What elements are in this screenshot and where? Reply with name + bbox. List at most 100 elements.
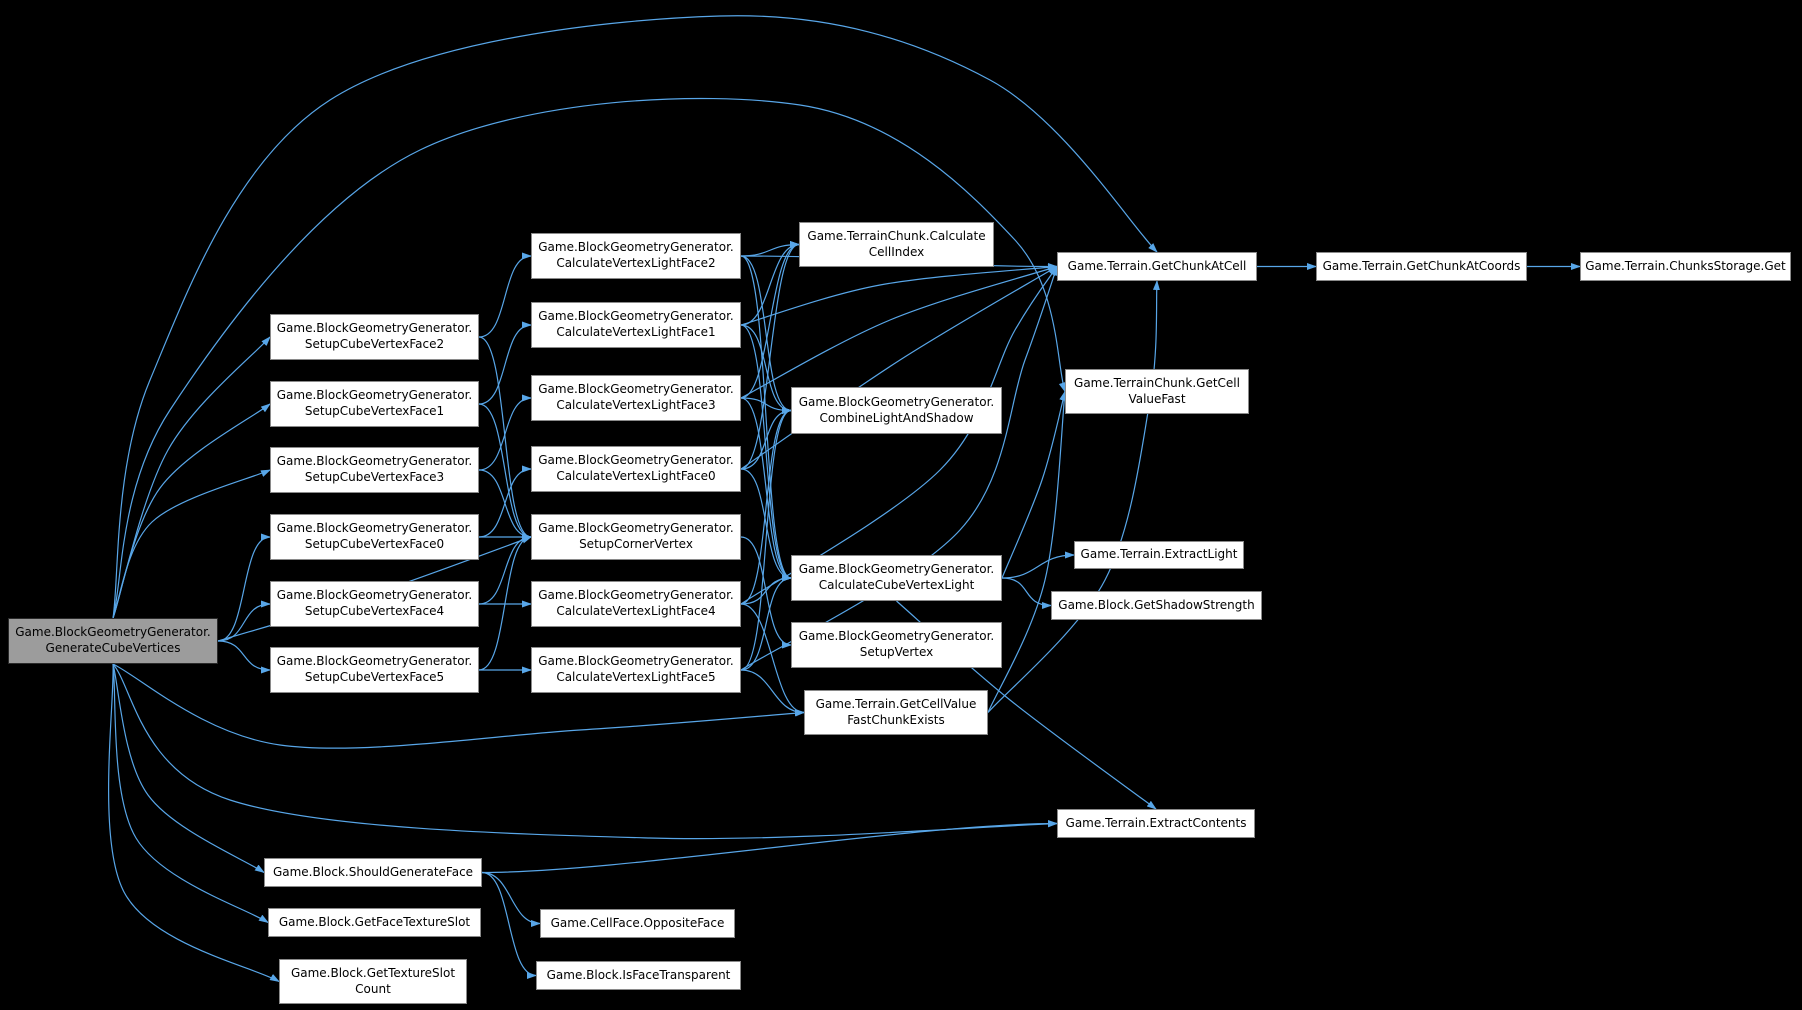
edge-cvl2-combine [740,255,792,414]
edge-getCellValFCE-getCellValueFast [987,390,1068,713]
node-getChunkAtCoords[interactable]: Game.Terrain.GetChunkAtCoords [1316,252,1527,281]
node-label: Game.BlockGeometryGenerator. [538,382,734,397]
node-label: SetupCubeVertexFace3 [304,470,445,484]
node-scv4[interactable]: Game.BlockGeometryGenerator.SetupCubeVer… [270,581,479,627]
node-cubeVertexLight[interactable]: Game.BlockGeometryGenerator.CalculateCub… [791,555,1002,601]
edge-scv1-cvl1 [478,321,532,405]
edge-scv3-corner [478,469,532,541]
node-cvl2[interactable]: Game.BlockGeometryGenerator.CalculateVer… [531,233,741,279]
node-label: Game.Terrain.ChunksStorage.Get [1585,258,1786,273]
edge-gen-getCellValFCE [112,663,805,749]
node-label: Game.Block.GetShadowStrength [1058,597,1255,612]
node-label: CalculateVertexLightFace2 [556,256,716,270]
node-isFaceTransparent[interactable]: Game.Block.IsFaceTransparent [536,961,741,990]
node-label: Game.Block.GetFaceTextureSlot [278,914,471,929]
edge-cubeVertexLight-getCellValueFast [1001,390,1067,579]
node-shouldGenFace[interactable]: Game.Block.ShouldGenerateFace [264,858,482,887]
edge-cvl4-combine [740,407,792,605]
node-label: CalculateVertexLightFace0 [556,469,716,483]
node-label: CalculateVertexLightFace3 [556,398,716,412]
node-label: Game.BlockGeometryGenerator. [276,454,473,469]
node-label: Game.BlockGeometryGenerator. [538,588,734,603]
edge-cvl5-getCellValFCE [740,669,805,716]
node-label: CalculateVertexLightFace5 [556,670,716,684]
node-label: Game.BlockGeometryGenerator. [798,394,995,409]
edge-shouldGenFace-isFaceTransparent [481,871,537,979]
node-label: ValueFast [1128,391,1186,406]
node-label: GenerateCubeVertices [45,641,181,655]
edge-gen-getFaceTexSlot [112,663,269,924]
node-scv0[interactable]: Game.BlockGeometryGenerator.SetupCubeVer… [270,514,479,560]
node-scv1[interactable]: Game.BlockGeometryGenerator.SetupCubeVer… [270,381,479,427]
node-chunksStorageGet[interactable]: Game.Terrain.ChunksStorage.Get [1580,252,1791,281]
edge-cvl3-cellIndex [740,241,800,399]
node-label: SetupCubeVertexFace4 [304,604,445,618]
node-extractContents[interactable]: Game.Terrain.ExtractContents [1057,809,1255,838]
node-label: Game.BlockGeometryGenerator. [538,453,734,468]
node-scv5[interactable]: Game.BlockGeometryGenerator.SetupCubeVer… [270,647,479,693]
node-label: Game.BlockGeometryGenerator. [276,654,473,669]
node-oppositeFace[interactable]: Game.CellFace.OppositeFace [540,909,735,938]
node-label: Game.BlockGeometryGenerator. [798,629,995,644]
edge-scv2-cvl2 [478,252,532,338]
edge-cvl3-getChunkAtCell [740,265,1058,399]
node-getChunkAtCell[interactable]: Game.Terrain.GetChunkAtCell [1057,252,1257,281]
node-scv2[interactable]: Game.BlockGeometryGenerator.SetupCubeVer… [270,314,479,360]
edge-cvl5-cubeVertexLight [740,574,792,671]
edge-getCellValFCE-getChunkAtCell [987,280,1160,713]
edge-gen-scv3 [112,469,271,619]
edge-gen-scv1 [112,403,271,619]
node-label: SetupCubeVertexFace1 [304,404,445,418]
edge-cubeVertexLight-extractLight [1001,551,1075,579]
node-cvl1[interactable]: Game.BlockGeometryGenerator.CalculateVer… [531,302,741,348]
node-label: CombineLightAndShadow [819,410,974,425]
edge-cubeVertexLight-getShadowStrength [1001,577,1052,609]
node-label: FastChunkExists [847,712,945,727]
edge-shouldGenFace-oppositeFace [481,871,541,927]
node-scv3[interactable]: Game.BlockGeometryGenerator.SetupCubeVer… [270,447,479,493]
node-cvl3[interactable]: Game.BlockGeometryGenerator.CalculateVer… [531,375,741,421]
edge-scv5-corner [478,533,532,671]
node-getFaceTexSlot[interactable]: Game.Block.GetFaceTextureSlot [268,908,481,937]
node-extractLight[interactable]: Game.Terrain.ExtractLight [1074,541,1244,569]
node-label: Game.Terrain.GetChunkAtCoords [1322,258,1521,273]
node-label: Game.Block.IsFaceTransparent [546,967,731,982]
edge-cvl3-cubeVertexLight [740,397,792,582]
node-label: Game.BlockGeometryGenerator. [538,240,734,255]
edge-gen-extractContents [112,663,1058,840]
node-label: Game.Block.ShouldGenerateFace [272,864,474,879]
node-label: Game.BlockGeometryGenerator. [798,562,995,577]
edge-cvl5-getChunkAtCell [740,265,1058,671]
node-corner[interactable]: Game.BlockGeometryGenerator.SetupCornerV… [531,514,741,560]
node-label: Game.Terrain.ExtractContents [1065,815,1247,830]
node-label: Game.BlockGeometryGenerator. [276,388,473,403]
node-label: Game.TerrainChunk.GetCell [1074,375,1240,390]
node-setupVertex[interactable]: Game.BlockGeometryGenerator.SetupVertex [791,622,1002,668]
node-label: SetupVertex [859,645,934,659]
edge-shouldGenFace-extractContents [481,820,1058,874]
node-combine[interactable]: Game.BlockGeometryGenerator.CombineLight… [791,387,1002,434]
edge-cvl0-getChunkAtCell [740,265,1058,470]
node-cvl5[interactable]: Game.BlockGeometryGenerator.CalculateVer… [531,647,741,693]
edge-gen-shouldGenFace [112,663,265,874]
edge-gen-getChunkAtCell [112,15,1158,619]
edge-gen-getCellValueFast [112,97,1066,619]
node-getShadowStrength[interactable]: Game.Block.GetShadowStrength [1051,591,1262,620]
edge-scv1-corner [478,403,532,541]
node-gen[interactable]: Game.BlockGeometryGenerator.GenerateCube… [8,618,218,664]
node-label: SetupCornerVertex [579,537,693,551]
node-label: CellIndex [868,244,925,259]
node-label: Game.CellFace.OppositeFace [550,915,725,930]
node-label: Game.Terrain.ExtractLight [1080,547,1238,562]
node-cvl4[interactable]: Game.BlockGeometryGenerator.CalculateVer… [531,581,741,627]
node-label: Game.BlockGeometryGenerator. [538,309,734,324]
edge-gen-scv5 [217,640,271,674]
edge-cvl4-getCellValFCE [740,603,805,716]
node-cvl0[interactable]: Game.BlockGeometryGenerator.CalculateVer… [531,446,741,492]
node-label: Game.Terrain.GetCellValue [815,696,977,711]
